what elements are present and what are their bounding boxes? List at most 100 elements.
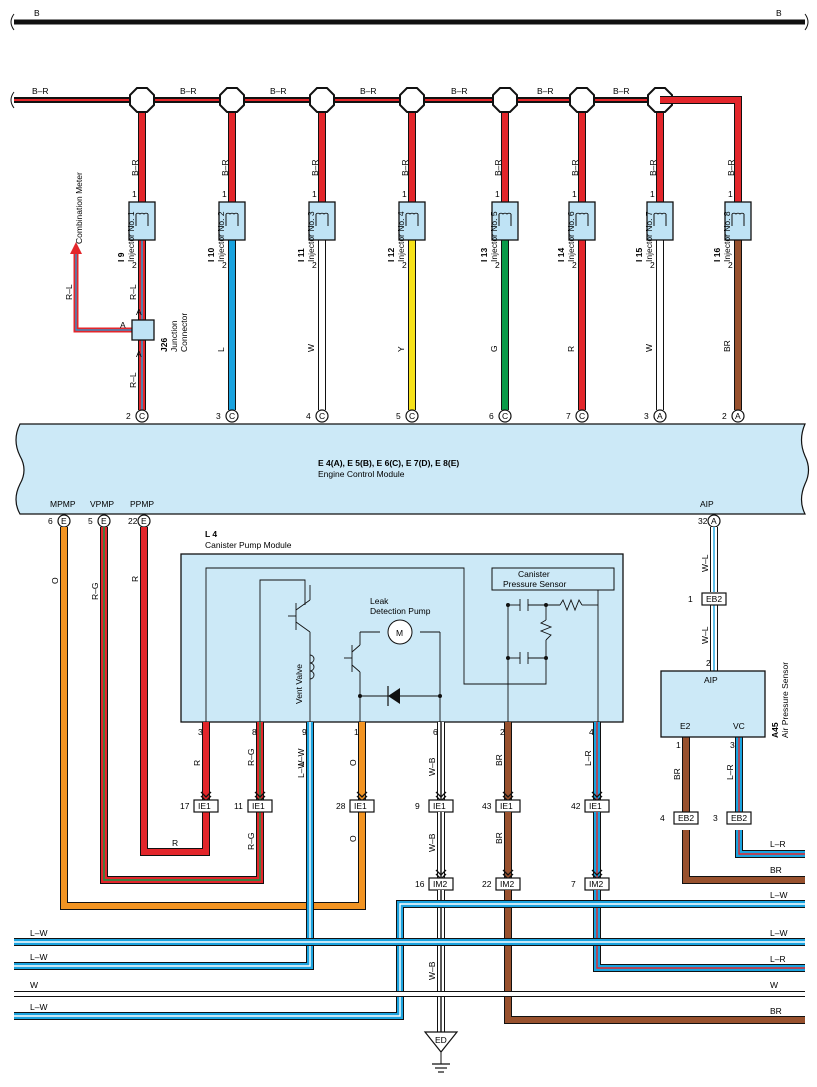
connector-number: 28 [336,801,346,811]
ecm-pin-label: PPMP [130,499,154,509]
wire-label: R–G [246,833,256,850]
wire [683,830,805,883]
sensor-pin-number: 1 [676,740,681,750]
connector-number: 4 [660,813,665,823]
injector-name: Injector No. 8 [722,211,732,262]
injector-out-wire-label: R–L [128,284,138,300]
br-bus-label: B–R [360,86,377,96]
bus-left-label: L–W [30,952,47,962]
canister-code: L 4 [205,529,217,539]
module-pin-number: 6 [433,727,438,737]
ecm-pin-number: 5 [396,411,401,421]
junction-connector: A A A R–L Combination Meter J26 Junction… [64,172,189,359]
injector-in-pin: 1 [312,189,317,199]
connector-number: 17 [180,801,190,811]
sensor-name-2: Pressure Sensor [503,579,566,589]
injector-body [724,201,752,241]
connector-code: IE1 [198,801,211,811]
injector-name: Injector No. 1 [126,211,136,262]
wire-outline [660,96,742,202]
wire-label: L–W [296,749,306,766]
wire-label: R–G [90,583,100,600]
connector-number: 22 [482,879,492,889]
wire-label: BR [770,865,782,875]
connector-number: 9 [415,801,420,811]
ground-code: ED [435,1035,447,1045]
lower-wiring: OR–GRRW–LW–LEB2123IE117R8IE111R–G9L–W1IE… [14,527,805,1032]
wire-label: L–R [725,764,735,780]
bus-right-label: W [770,980,778,990]
injector-body [568,201,596,241]
br-bus: B–R B–R B–R B–R B–R B–R B–R [10,86,660,109]
wire-label: O [348,759,358,766]
pin-connector-letter: A [735,411,741,421]
connector-number: 3 [713,813,718,823]
splice-point [309,87,335,113]
injector-code: I 9 [116,252,126,262]
sensor-aip-pin: 2 [706,658,711,668]
pin-circle [225,409,239,423]
injector-out-wire-label: W [306,344,316,352]
ecm-pin-number: 2 [722,411,727,421]
connector-number: 42 [571,801,581,811]
injector-in-wire-label: B–R [648,159,658,176]
pin-connector-letter: C [319,411,325,421]
injector-in-pin: 1 [572,189,577,199]
top-b-bus: B B [10,8,809,31]
wire-label: L–W [296,761,306,778]
injector-in-wire-label: B–R [493,159,503,176]
pin-connector-letter: A [711,516,717,526]
ecm-pin-number: 6 [489,411,494,421]
wire-stripe [14,722,311,967]
br-bus-label: B–R [180,86,197,96]
wire-label: W–B [427,961,437,980]
pin-connector-letter: E [141,516,147,526]
wire-label: R [192,760,202,766]
injector-in-wire-label: B–R [310,159,320,176]
ecm-pin-label: MPMP [50,499,76,509]
injector-in-pin: 1 [495,189,500,199]
connector-code: IE1 [252,801,265,811]
wire [505,890,805,1023]
top-bus-left-label: B [34,8,40,18]
connector-box [193,799,219,813]
connector-code: IM2 [500,879,514,889]
injector-code: I 16 [712,248,722,262]
pin-connector-letter: C [229,411,235,421]
ecm-pin-number: 7 [566,411,571,421]
connector-code: EB2 [678,813,694,823]
injector-code: I 11 [296,248,306,262]
injector-in-wire-label: B–R [570,159,580,176]
wire-stripe [738,830,805,855]
injector-out-wire-label: L [216,347,226,352]
motor-label: M [396,628,403,638]
injector-in-wire-label: B–R [220,159,230,176]
injector-in-pin: 1 [728,189,733,199]
junction-name-1: Junction [169,320,179,352]
junction-box [131,319,155,341]
splice-point [219,87,245,113]
injector-body [646,201,674,241]
module-pin-number: 8 [252,727,257,737]
injector-out-pin: 2 [728,260,733,270]
pin-connector-letter: E [101,516,107,526]
connector-code: IE1 [589,801,602,811]
coil-icon [653,212,667,226]
coil-icon [405,212,419,226]
wire-outline [14,722,314,970]
connector-box [247,799,273,813]
wire-label: W–B [427,757,437,776]
diode-icon [388,688,400,704]
wire [14,901,805,1019]
pin-circle [498,409,512,423]
pump-name-1: Leak [370,596,389,606]
injector-out-pin: 2 [222,260,227,270]
coil-icon [575,212,589,226]
ground-ed: ED [423,1031,459,1073]
injector-in-wire-label: B–R [726,159,736,176]
